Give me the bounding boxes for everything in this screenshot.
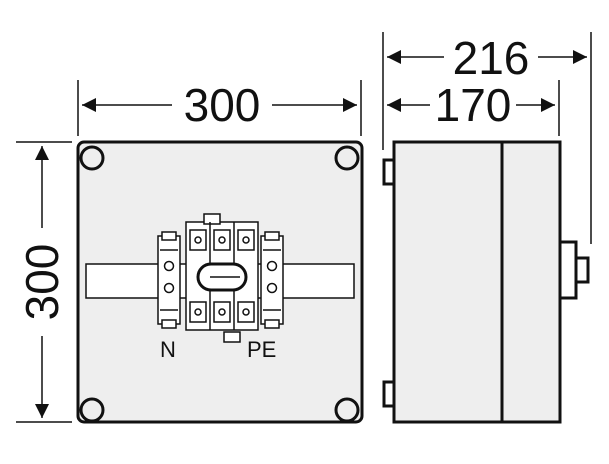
dimension-height-value: 300: [16, 244, 68, 321]
corner-screw-bottom-left: [79, 397, 105, 423]
dimension-width-value: 300: [184, 79, 261, 131]
corner-screw-top-right: [334, 145, 360, 171]
dimension-total-depth-value: 216: [453, 32, 530, 84]
dimension-side-total-depth: 216: [382, 32, 592, 244]
dimension-front-width: 300: [77, 79, 362, 136]
label-protective-earth: PE: [247, 337, 276, 362]
switch-disconnector: [185, 213, 259, 343]
mounting-lug-top: [382, 158, 396, 186]
mounting-lug-bottom: [382, 380, 396, 408]
handle-knob: [574, 256, 590, 284]
handle-shaft: [558, 240, 578, 300]
enclosure-side-outline: [392, 140, 562, 424]
dimension-body-depth-value: 170: [435, 79, 512, 131]
label-neutral: N: [160, 337, 176, 362]
corner-screw-top-left: [79, 145, 105, 171]
dimension-side-body-depth: 170: [387, 79, 560, 136]
side-view: [382, 140, 590, 424]
dimension-front-height: 300: [16, 141, 72, 423]
pe-terminal-block: [260, 231, 284, 329]
front-view: N PE: [76, 140, 364, 424]
corner-screw-bottom-right: [334, 397, 360, 423]
neutral-terminal-block: [157, 231, 181, 329]
